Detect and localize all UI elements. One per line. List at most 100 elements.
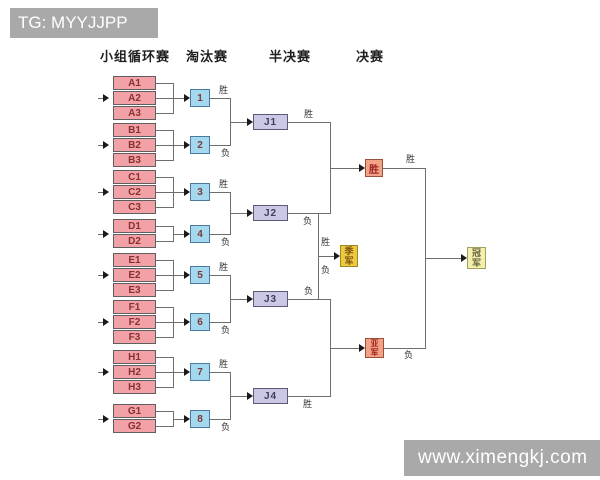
match-box: 8 bbox=[190, 410, 210, 428]
group-entry-stub bbox=[98, 275, 104, 276]
third-lower-label: 负 bbox=[321, 265, 331, 275]
group-entry-stub bbox=[98, 145, 104, 146]
match-box: 6 bbox=[190, 313, 210, 331]
stage-header-semifinal: 半决赛 bbox=[269, 49, 312, 64]
group-merge-line bbox=[173, 275, 185, 276]
group-entry-arrowhead bbox=[103, 415, 109, 423]
third-place-box: 季 军 bbox=[340, 245, 358, 267]
match-box: 3 bbox=[190, 183, 210, 201]
semi-arrowhead bbox=[247, 295, 253, 303]
team-box: B1 bbox=[113, 123, 156, 137]
team-connector-line bbox=[156, 387, 173, 388]
group-merge-line bbox=[173, 192, 185, 193]
team-connector-line bbox=[156, 357, 173, 358]
team-connector-line bbox=[156, 160, 173, 161]
team-connector-line bbox=[156, 113, 173, 114]
team-box: F1 bbox=[113, 300, 156, 314]
match-out-line bbox=[210, 98, 230, 99]
group-entry-arrowhead bbox=[103, 271, 109, 279]
semi-feed-line bbox=[230, 213, 247, 214]
tg-watermark-text: TG: MYYJJPP bbox=[18, 13, 128, 32]
group-merge-line bbox=[173, 372, 185, 373]
match-result-label: 胜 bbox=[219, 85, 229, 95]
semi-feed-line bbox=[230, 299, 247, 300]
team-box: G1 bbox=[113, 404, 156, 418]
match-out-line bbox=[210, 372, 230, 373]
team-connector-line bbox=[156, 372, 173, 373]
team-box: H3 bbox=[113, 380, 156, 394]
match-out-line bbox=[210, 322, 230, 323]
match-out-line bbox=[210, 145, 230, 146]
runnerup-result-label: 负 bbox=[404, 350, 414, 360]
team-box: E2 bbox=[113, 268, 156, 282]
group-entry-arrowhead bbox=[103, 368, 109, 376]
semi-result-label: 负 bbox=[303, 216, 313, 226]
team-box: D2 bbox=[113, 234, 156, 248]
match-arrowhead bbox=[184, 230, 190, 238]
runnerup-out-line bbox=[384, 348, 425, 349]
match-result-label: 胜 bbox=[219, 179, 229, 189]
match-arrowhead bbox=[184, 271, 190, 279]
team-box: A2 bbox=[113, 91, 156, 105]
third-upper-label: 胜 bbox=[321, 237, 331, 247]
final-feed-line-top bbox=[330, 168, 359, 169]
match-arrowhead bbox=[184, 318, 190, 326]
group-merge-line bbox=[173, 234, 185, 235]
stage-header-group-stage: 小组循环赛 bbox=[100, 49, 171, 64]
final-arrowhead-top bbox=[359, 164, 365, 172]
match-result-label: 负 bbox=[221, 422, 231, 432]
team-connector-line bbox=[156, 177, 173, 178]
runnerup-match-box: 亚 军 bbox=[365, 338, 384, 358]
champion-box: 冠 军 bbox=[467, 247, 486, 269]
semi-out-line bbox=[288, 122, 330, 123]
final-feed-line-bottom bbox=[330, 348, 359, 349]
semi-box: J4 bbox=[253, 388, 288, 404]
team-box: C2 bbox=[113, 185, 156, 199]
winners-result-label: 胜 bbox=[406, 154, 416, 164]
team-box: G2 bbox=[113, 419, 156, 433]
team-connector-line bbox=[156, 192, 173, 193]
team-box: C1 bbox=[113, 170, 156, 184]
group-entry-stub bbox=[98, 192, 104, 193]
semi-out-line bbox=[288, 396, 330, 397]
team-connector-line bbox=[156, 307, 173, 308]
team-box: E3 bbox=[113, 283, 156, 297]
match-result-label: 负 bbox=[221, 148, 231, 158]
match-arrowhead bbox=[184, 188, 190, 196]
team-box: B2 bbox=[113, 138, 156, 152]
team-connector-line bbox=[156, 275, 173, 276]
group-entry-stub bbox=[98, 372, 104, 373]
winners-out-line bbox=[383, 168, 425, 169]
champion-arrowhead bbox=[461, 254, 467, 262]
group-entry-arrowhead bbox=[103, 94, 109, 102]
team-connector-line bbox=[156, 83, 173, 84]
group-entry-stub bbox=[98, 419, 104, 420]
team-connector-line bbox=[156, 130, 173, 131]
semi-feed-line bbox=[230, 396, 247, 397]
stage-header-knockout: 淘汰赛 bbox=[186, 49, 229, 64]
match-arrowhead bbox=[184, 94, 190, 102]
group-merge-line bbox=[173, 322, 185, 323]
match-out-line bbox=[210, 192, 230, 193]
match-box: 1 bbox=[190, 89, 210, 107]
team-connector-line bbox=[156, 207, 173, 208]
match-out-line bbox=[210, 234, 230, 235]
team-box: H1 bbox=[113, 350, 156, 364]
team-connector-line bbox=[156, 260, 173, 261]
match-result-label: 胜 bbox=[219, 262, 229, 272]
match-box: 7 bbox=[190, 363, 210, 381]
final-arrowhead-bottom bbox=[359, 344, 365, 352]
match-result-label: 负 bbox=[221, 237, 231, 247]
site-watermark: www.ximengkj.com bbox=[404, 440, 600, 476]
group-entry-arrowhead bbox=[103, 230, 109, 238]
team-box: D1 bbox=[113, 219, 156, 233]
team-connector-line bbox=[156, 337, 173, 338]
group-entry-stub bbox=[98, 234, 104, 235]
semi-arrowhead bbox=[247, 118, 253, 126]
semi-feed-line bbox=[230, 122, 247, 123]
match-arrowhead bbox=[184, 368, 190, 376]
team-box: A1 bbox=[113, 76, 156, 90]
champion-feed-line bbox=[425, 258, 461, 259]
semi-out-line bbox=[288, 299, 330, 300]
match-arrowhead bbox=[184, 415, 190, 423]
